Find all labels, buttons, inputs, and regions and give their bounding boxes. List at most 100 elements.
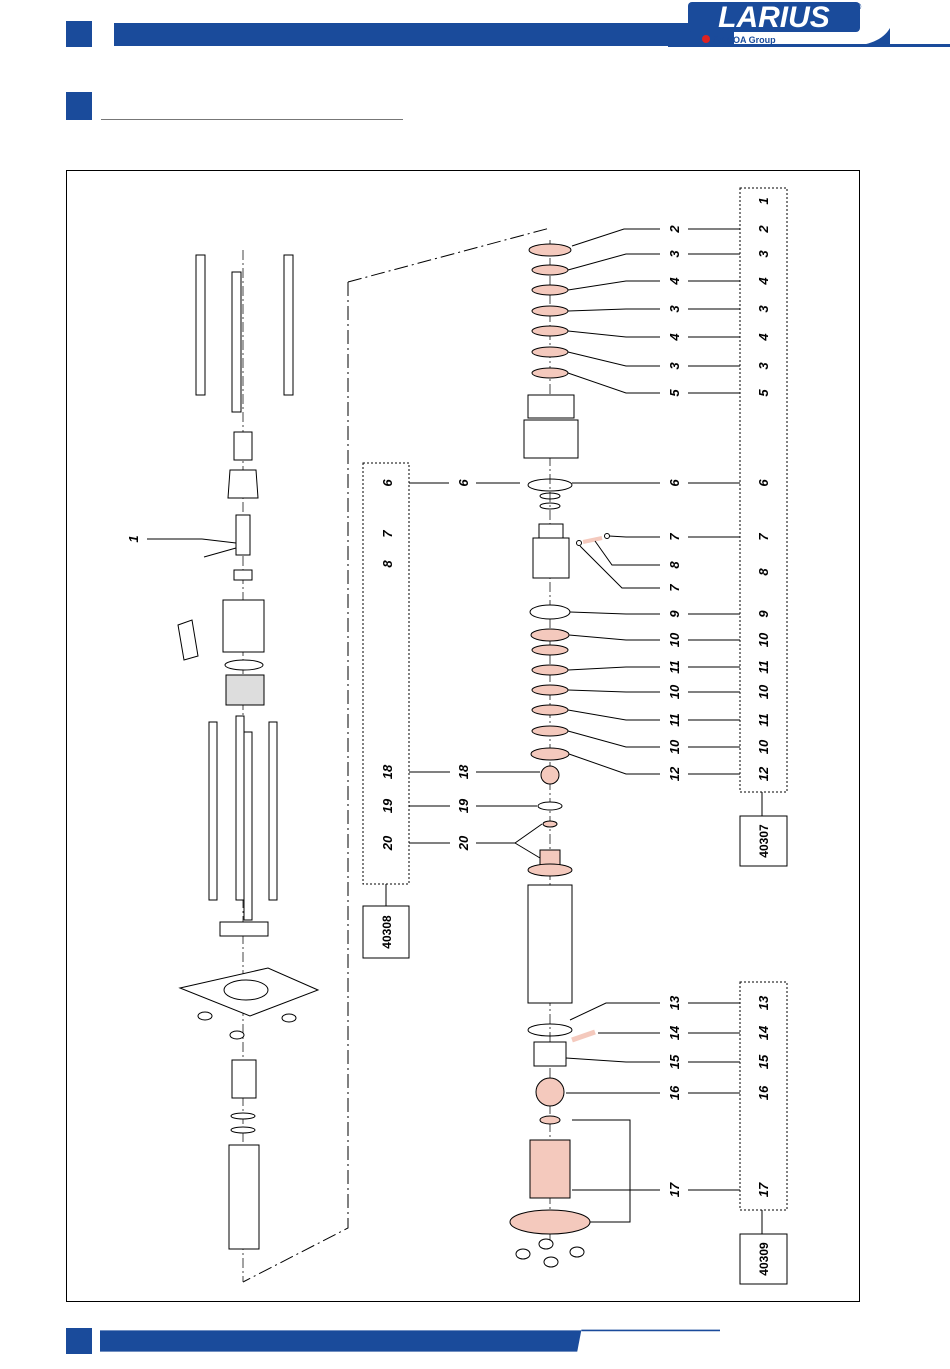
callout-13: 13 bbox=[667, 995, 682, 1010]
box-item: 7 bbox=[756, 533, 771, 541]
callout-b-18: 18 bbox=[456, 764, 471, 779]
seal-10c bbox=[532, 726, 568, 736]
seal-3a bbox=[532, 265, 568, 275]
callout-17: 17 bbox=[667, 1182, 682, 1197]
packing-housing bbox=[226, 675, 264, 705]
seal-12 bbox=[531, 748, 569, 760]
break-line-left bbox=[243, 282, 348, 1282]
callout-14: 14 bbox=[667, 1025, 682, 1040]
callout-10b: 10 bbox=[667, 684, 682, 699]
box-item: 11 bbox=[756, 713, 771, 727]
cylinder-upper bbox=[223, 600, 264, 652]
o-ring-small-1 bbox=[231, 1113, 255, 1119]
pin-8 bbox=[583, 538, 602, 542]
box-item: 8 bbox=[756, 568, 771, 576]
box-item: 15 bbox=[756, 1054, 771, 1069]
box-item: 3 bbox=[756, 250, 771, 258]
callout-3a: 3 bbox=[667, 250, 682, 258]
pin-14 bbox=[572, 1032, 595, 1040]
callout-3b: 3 bbox=[667, 305, 682, 313]
callout-8: 8 bbox=[667, 561, 682, 569]
box-item: 11 bbox=[756, 660, 771, 674]
cage-15 bbox=[534, 1042, 566, 1066]
ball-18 bbox=[541, 766, 559, 784]
box-item: 6 bbox=[756, 479, 771, 487]
nut-c bbox=[570, 1247, 584, 1257]
long-rod-1 bbox=[209, 722, 217, 900]
tie-rod-2 bbox=[232, 272, 241, 412]
box-40308-list bbox=[363, 463, 409, 884]
callout-3c: 3 bbox=[667, 362, 682, 370]
tie-rod-3 bbox=[284, 255, 293, 395]
nut-a bbox=[516, 1249, 530, 1259]
callout-16: 16 bbox=[667, 1085, 682, 1100]
pump-cylinder bbox=[528, 885, 572, 1003]
ring-nut bbox=[220, 922, 268, 936]
callout-b-20: 20 bbox=[456, 835, 471, 851]
piston-top bbox=[539, 524, 563, 538]
ball-7a bbox=[577, 541, 582, 546]
callout-2: 2 bbox=[667, 225, 682, 234]
box-item: 3 bbox=[756, 362, 771, 370]
box-item: 4 bbox=[756, 333, 771, 342]
ball-7b bbox=[605, 534, 610, 539]
box-item: 13 bbox=[756, 995, 771, 1010]
left-assembly bbox=[178, 255, 318, 1249]
right-assembly bbox=[510, 244, 610, 1267]
washer bbox=[234, 570, 252, 580]
callout-11a: 11 bbox=[667, 660, 682, 674]
flange-hole bbox=[224, 980, 268, 1000]
box-item: 12 bbox=[756, 766, 771, 781]
housing-top bbox=[528, 395, 574, 418]
code-40309: 40309 bbox=[757, 1242, 771, 1276]
callout-a-8: 8 bbox=[380, 560, 395, 568]
seal-10b bbox=[532, 685, 568, 695]
label-tag bbox=[178, 620, 198, 660]
callout-11b: 11 bbox=[667, 713, 682, 727]
seal-10a-b bbox=[532, 645, 568, 655]
callout-6: 6 bbox=[667, 479, 682, 487]
foot-valve bbox=[232, 1060, 256, 1098]
code-40307: 40307 bbox=[757, 824, 771, 858]
box-item: 5 bbox=[756, 389, 771, 397]
callout-a-6: 6 bbox=[380, 479, 395, 487]
seal-16b bbox=[540, 1116, 560, 1124]
callout-7a: 7 bbox=[667, 533, 682, 541]
seal-10a bbox=[531, 629, 569, 641]
callout-12: 12 bbox=[667, 766, 682, 781]
valve-base bbox=[528, 864, 572, 876]
callout-10c: 10 bbox=[667, 739, 682, 754]
housing-body bbox=[524, 420, 578, 458]
box-item: 1 bbox=[756, 197, 771, 204]
box-item: 17 bbox=[756, 1182, 771, 1197]
split-pin-1 bbox=[202, 539, 236, 543]
flange-17 bbox=[510, 1210, 590, 1234]
box-item: 10 bbox=[756, 632, 771, 647]
callout-9: 9 bbox=[667, 610, 682, 618]
foot-valve-17 bbox=[530, 1140, 570, 1198]
ring-9 bbox=[530, 605, 570, 619]
coupling bbox=[234, 432, 252, 460]
seal-4a bbox=[532, 285, 568, 295]
break-line-top bbox=[348, 228, 550, 282]
washer-19 bbox=[538, 802, 562, 810]
footer-square bbox=[66, 1328, 92, 1354]
box-item: 2 bbox=[756, 225, 771, 234]
seal-11a bbox=[532, 665, 568, 675]
o-ring-small-2 bbox=[231, 1127, 255, 1133]
seal-3b bbox=[532, 306, 568, 316]
pin-body bbox=[236, 515, 250, 555]
callout-a-19: 19 bbox=[380, 798, 395, 813]
flange-nut-3 bbox=[230, 1031, 244, 1039]
callout-10a: 10 bbox=[667, 632, 682, 647]
ring-20 bbox=[543, 821, 557, 827]
callout-a-18: 18 bbox=[380, 764, 395, 779]
seal-3c bbox=[532, 347, 568, 357]
callout-15: 15 bbox=[667, 1054, 682, 1069]
tie-rod-1 bbox=[196, 255, 205, 395]
callout-4a: 4 bbox=[667, 277, 682, 286]
flange-nut-1 bbox=[198, 1012, 212, 1020]
seal-11b bbox=[532, 705, 568, 715]
nut-d bbox=[544, 1257, 558, 1267]
